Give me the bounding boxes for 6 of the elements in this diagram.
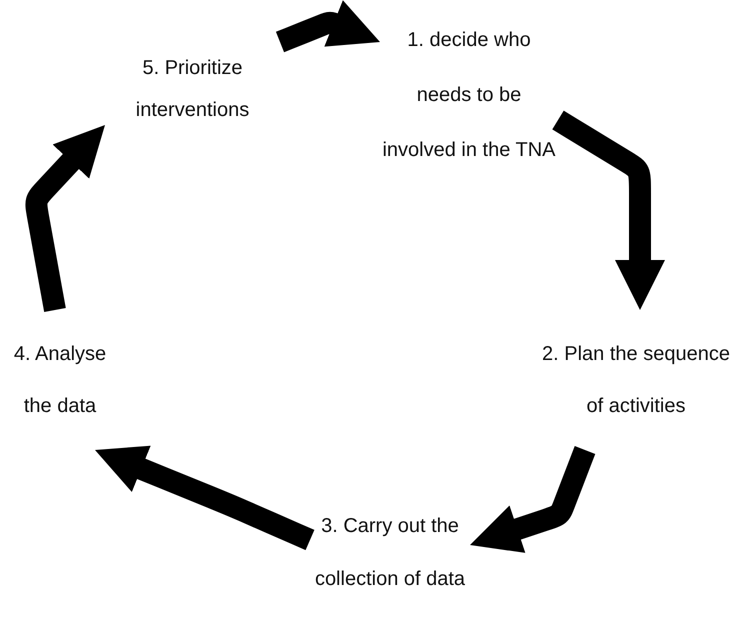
- step-label: 3. Carry out the collection of data: [314, 514, 466, 592]
- step-label: 4. Analyse the data: [12, 342, 108, 419]
- step-label: 5. Prioritize interventions: [134, 56, 250, 123]
- curved-arrow: [552, 110, 665, 310]
- step-label: 1. decide who needs to be involved in the TNA: [381, 28, 557, 162]
- step-label: 2. Plan the sequence of activities: [541, 342, 731, 419]
